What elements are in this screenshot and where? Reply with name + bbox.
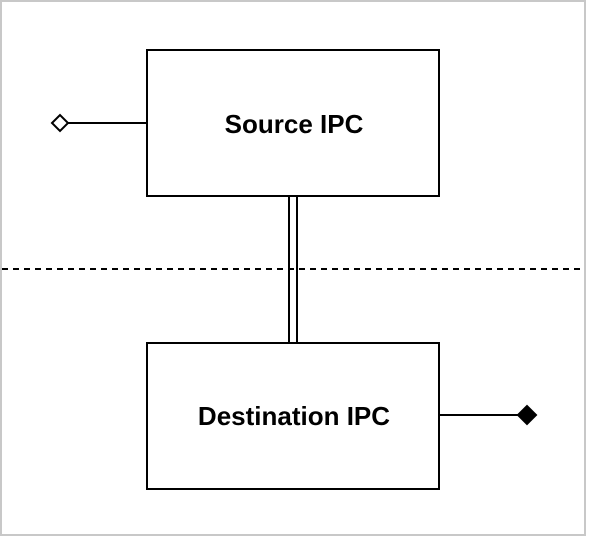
double-connector xyxy=(288,196,298,343)
source-ipc-label: Source IPC xyxy=(225,109,364,139)
filled-diamond-icon[interactable] xyxy=(516,404,538,426)
source-ipc-node[interactable]: Source IPC xyxy=(146,49,440,197)
source-port[interactable] xyxy=(50,113,147,133)
destination-ipc-box[interactable] xyxy=(146,342,440,490)
destination-ipc-label: Destination IPC xyxy=(198,401,390,431)
destination-port[interactable] xyxy=(439,404,538,426)
hollow-diamond-icon[interactable] xyxy=(50,113,70,133)
destination-ipc-node[interactable]: Destination IPC xyxy=(146,342,440,490)
